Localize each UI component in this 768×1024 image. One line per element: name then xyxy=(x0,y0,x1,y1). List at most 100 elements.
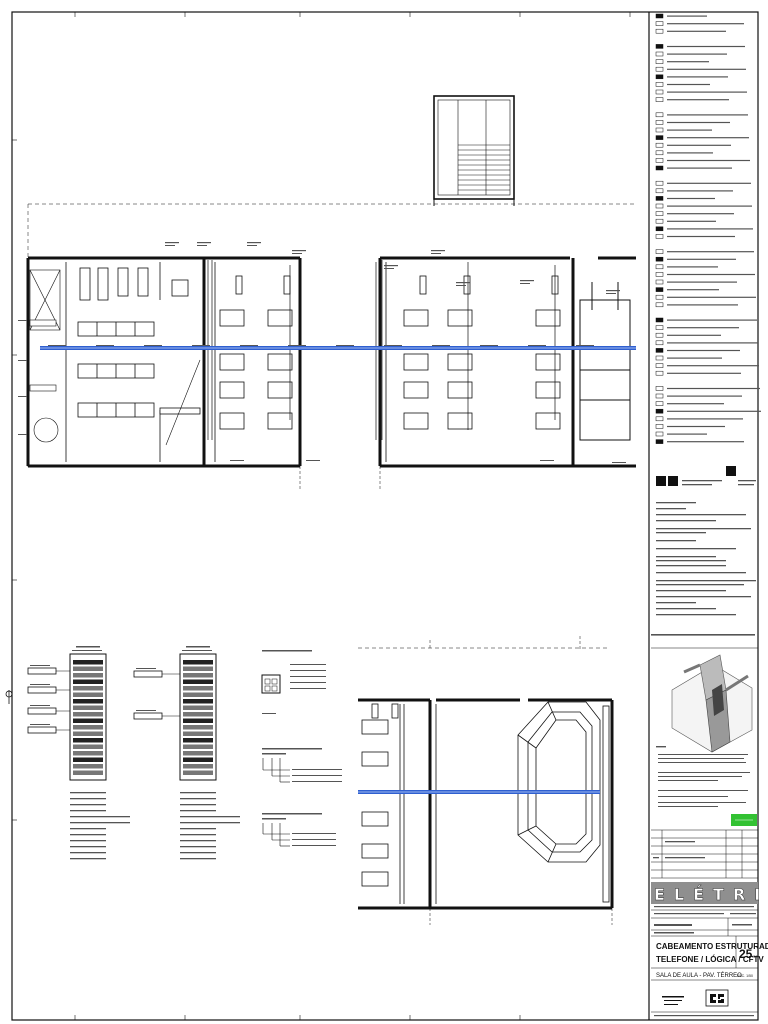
fine-print-line xyxy=(653,857,659,859)
legend-symbol xyxy=(655,196,664,201)
fine-print-line xyxy=(658,790,748,791)
sheet-title-line1: CABEAMENTO ESTRUTURADO xyxy=(656,942,768,951)
fine-print-line xyxy=(70,840,106,842)
rack-unit xyxy=(73,686,103,691)
rack-unit xyxy=(183,660,213,665)
fine-print-line xyxy=(18,434,27,435)
legend-symbol xyxy=(655,112,664,118)
fine-print-line xyxy=(606,293,616,294)
fine-print-line xyxy=(656,565,726,567)
sheet-number: 25 xyxy=(739,947,753,961)
isometric-detail-icon xyxy=(651,647,758,753)
fine-print-line xyxy=(197,242,211,244)
fine-print-line xyxy=(76,646,100,648)
fine-print-line xyxy=(30,705,50,706)
fine-print-line xyxy=(70,846,106,848)
rack-unit xyxy=(183,666,213,671)
rack-unit xyxy=(73,744,103,749)
fine-print-line xyxy=(230,460,244,461)
rack-unit xyxy=(73,751,103,756)
fine-print-line xyxy=(180,834,216,836)
fine-print-line xyxy=(667,273,755,276)
desk xyxy=(361,719,389,735)
fine-print-line xyxy=(667,289,719,291)
rack-unit xyxy=(73,692,103,697)
fine-print-line xyxy=(262,650,312,652)
fine-print-line xyxy=(72,650,102,651)
fine-print-line xyxy=(667,30,726,32)
sheet-title-line2: TELEFONE / LÓGICA / CFTV xyxy=(656,955,764,964)
fine-print-line xyxy=(667,228,753,230)
fine-print-line xyxy=(667,15,707,17)
legend-symbol xyxy=(655,439,664,444)
desk xyxy=(267,309,293,327)
legend-symbol xyxy=(655,256,664,262)
legend-symbol xyxy=(655,355,664,361)
desk-marker xyxy=(419,275,427,295)
fine-print-line xyxy=(70,828,106,830)
fine-print-line xyxy=(667,304,738,306)
fine-print-line xyxy=(528,345,546,346)
rack-unit xyxy=(183,738,213,743)
fine-print-line xyxy=(48,345,66,346)
outlet-symbol-1 xyxy=(262,758,290,783)
rack-unit xyxy=(73,666,103,671)
fine-print-line xyxy=(262,748,322,750)
outlet-detail xyxy=(261,674,281,694)
title-block-signature xyxy=(662,996,684,1005)
fine-print-line xyxy=(606,290,620,292)
fine-print-line xyxy=(292,253,302,254)
fine-print-line xyxy=(70,858,106,860)
desk xyxy=(219,381,245,399)
fine-print-line xyxy=(667,83,710,86)
legend-symbol xyxy=(655,51,664,57)
fine-print-line xyxy=(654,932,694,934)
desk xyxy=(267,412,293,430)
fine-print-line xyxy=(654,1015,754,1017)
fine-print-line xyxy=(456,282,470,284)
fine-print-line xyxy=(667,23,744,25)
legend-symbol xyxy=(655,249,664,254)
rack-unit xyxy=(183,692,213,697)
fine-print-line xyxy=(292,845,336,846)
fine-print-line xyxy=(738,480,756,482)
fine-print-line xyxy=(656,580,756,582)
fine-print-line xyxy=(656,614,736,616)
logo-icon xyxy=(705,989,729,1007)
legend-symbol xyxy=(655,97,664,102)
floor-plan-bottom xyxy=(358,636,614,925)
rack-diagram-1 xyxy=(27,653,107,781)
fine-print-line xyxy=(656,532,706,534)
legend-symbol xyxy=(655,203,664,209)
sheet-border xyxy=(11,11,759,1021)
fine-print-line xyxy=(667,433,707,435)
desk xyxy=(447,381,473,399)
fine-print-line xyxy=(262,818,286,820)
fine-print-line xyxy=(180,810,216,812)
legend-symbol xyxy=(655,424,664,429)
fine-print-line xyxy=(665,857,705,859)
fine-print-line xyxy=(658,758,744,759)
fine-print-line xyxy=(667,91,747,93)
fine-print-line xyxy=(658,762,746,763)
discipline-band xyxy=(651,882,758,904)
desk xyxy=(447,353,473,371)
fine-print-line xyxy=(247,242,261,244)
fine-print-line xyxy=(186,646,210,648)
legend-symbol xyxy=(655,302,664,308)
fine-print-line xyxy=(540,460,554,461)
fine-print-line xyxy=(658,776,742,777)
desk xyxy=(267,353,293,371)
legend-symbol xyxy=(655,287,664,292)
legend-block xyxy=(656,476,666,486)
fine-print-line xyxy=(656,572,746,574)
fine-print-line xyxy=(667,53,727,55)
legend-symbol xyxy=(655,13,664,19)
legend-symbol xyxy=(655,82,664,87)
legend-symbol xyxy=(655,218,664,224)
fine-print-line xyxy=(682,480,722,482)
fine-print-line xyxy=(654,913,724,915)
legend-symbol xyxy=(655,234,664,239)
legend-symbol xyxy=(655,21,664,26)
